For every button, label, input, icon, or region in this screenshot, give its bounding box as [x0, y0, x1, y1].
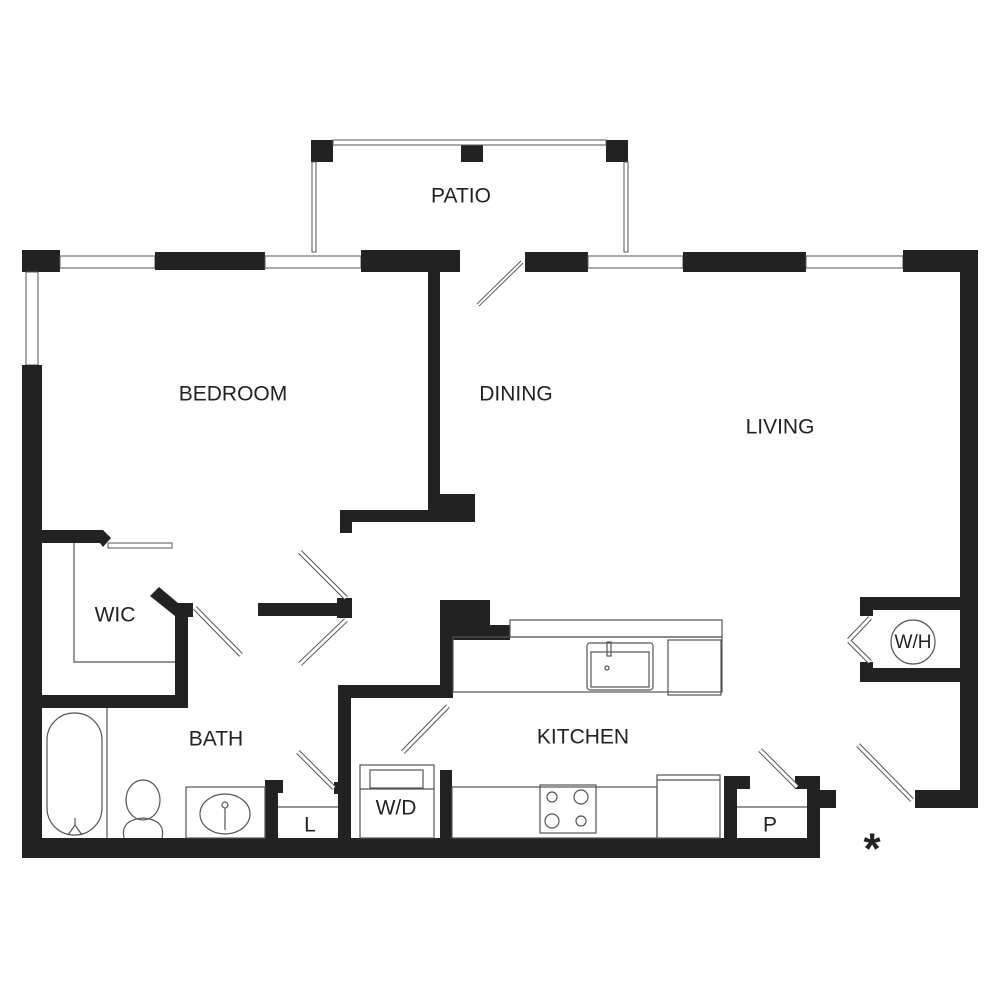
label-wic: WIC — [95, 604, 136, 627]
label-washer-dryer: W/D — [376, 797, 417, 820]
label-living: LIVING — [746, 416, 815, 439]
toilet — [125, 779, 161, 821]
window — [25, 271, 39, 366]
patio-railing — [623, 161, 629, 253]
kitchen-counter — [451, 786, 658, 839]
window — [587, 255, 684, 269]
window — [805, 255, 904, 269]
entry-marker: * — [863, 825, 881, 874]
washer-dryer — [359, 764, 435, 839]
patio-railing — [332, 139, 607, 146]
refrigerator — [656, 774, 721, 839]
label-bath: BATH — [189, 728, 243, 751]
sink-icon — [199, 793, 251, 835]
label-water-heater: W/H — [895, 632, 932, 653]
patio-post — [311, 140, 333, 162]
room-labels: PATIO BEDROOM DINING LIVING WIC BATH KIT… — [95, 185, 932, 874]
stove-icon — [539, 784, 597, 834]
walls — [22, 250, 978, 858]
patio-area — [311, 139, 629, 253]
fixtures — [46, 543, 936, 839]
doors — [193, 260, 914, 802]
label-bedroom: BEDROOM — [179, 383, 288, 406]
water-heater — [890, 619, 936, 665]
bathtub — [46, 712, 103, 836]
window — [59, 255, 156, 269]
label-dining: DINING — [479, 383, 553, 406]
kitchen-sink-icon — [586, 642, 654, 691]
label-linen: L — [304, 814, 316, 837]
kitchen-counter — [509, 619, 723, 638]
drain-icon — [67, 818, 83, 836]
dishwasher — [667, 639, 722, 696]
patio-post — [606, 140, 628, 162]
vanity — [185, 786, 266, 839]
label-patio: PATIO — [431, 185, 491, 208]
sliding-door — [107, 542, 173, 549]
window — [264, 255, 362, 269]
patio-railing — [311, 161, 317, 253]
closet-rod — [73, 543, 175, 663]
label-pantry: P — [763, 814, 777, 837]
kitchen-counter — [452, 636, 723, 693]
label-kitchen: KITCHEN — [537, 726, 629, 749]
